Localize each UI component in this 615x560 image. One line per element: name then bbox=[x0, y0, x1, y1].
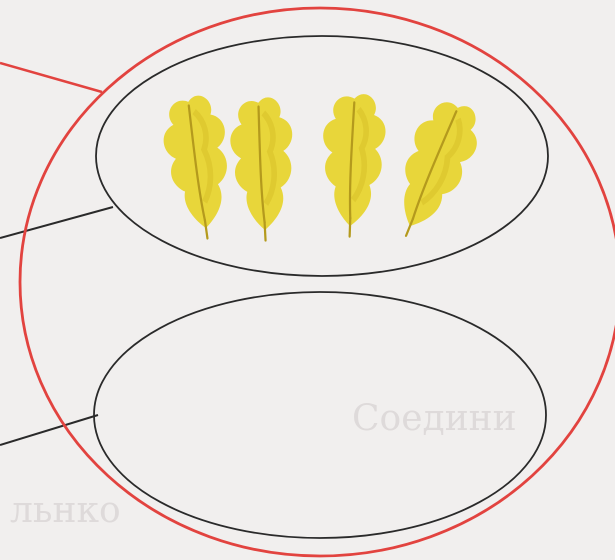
top-inner-ellipse bbox=[96, 36, 548, 276]
oak-leaf-icon bbox=[378, 92, 489, 248]
connector-line bbox=[0, 207, 113, 238]
oak-leaf-icon bbox=[228, 96, 298, 242]
bottom-inner-ellipse bbox=[94, 292, 546, 538]
connector-line bbox=[0, 415, 98, 445]
connector-line bbox=[0, 63, 102, 92]
oak-leaf-icon bbox=[320, 93, 387, 238]
oak-leaf-group bbox=[158, 92, 490, 248]
oak-leaf-icon bbox=[158, 93, 239, 243]
outer-ellipse bbox=[20, 8, 615, 556]
